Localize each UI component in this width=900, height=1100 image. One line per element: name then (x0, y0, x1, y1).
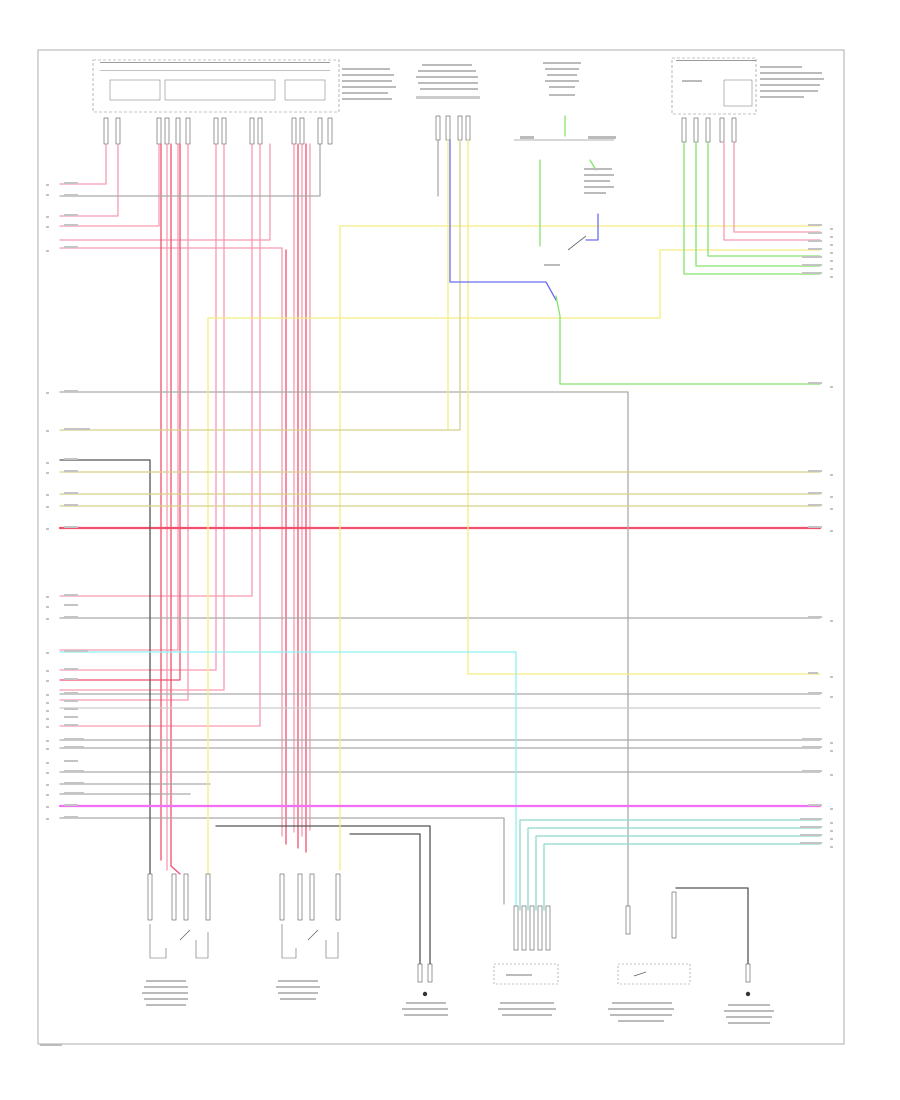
diagram-frame (37, 49, 845, 1045)
right-pin-numbers (830, 228, 833, 848)
ecm-pins (103, 115, 737, 145)
left-wire-labels (64, 182, 90, 818)
cyan-wires (59, 651, 517, 911)
tcm-connector-block (671, 57, 824, 115)
teal-wires (519, 819, 821, 911)
top-splice-component (543, 62, 581, 96)
yellow-wires (207, 139, 821, 881)
bottom-fuel-component (608, 891, 691, 1022)
bottom-ground-g1 (402, 963, 448, 1016)
bottom-left-sensor (142, 873, 211, 1006)
left-pin-numbers (46, 184, 49, 820)
center-top-connector (416, 64, 480, 99)
bottom-second-sensor (276, 873, 341, 1000)
ecm-label-text (342, 68, 396, 100)
bottom-ground-g2 (724, 963, 774, 1024)
red-wires (58, 143, 822, 875)
center-splice (514, 136, 616, 266)
ecm-pink-wires (59, 143, 311, 871)
green-wires (539, 115, 821, 385)
pink-right-wires (723, 141, 821, 241)
ecm-connector-block (92, 59, 340, 113)
olive-wires (59, 139, 821, 507)
dark-wires (59, 459, 749, 969)
bottom-connector-module (493, 905, 559, 1016)
footer-code (40, 1044, 62, 1046)
gray-wires (59, 139, 821, 911)
right-wire-labels (800, 224, 822, 844)
blue-wires (449, 139, 599, 301)
